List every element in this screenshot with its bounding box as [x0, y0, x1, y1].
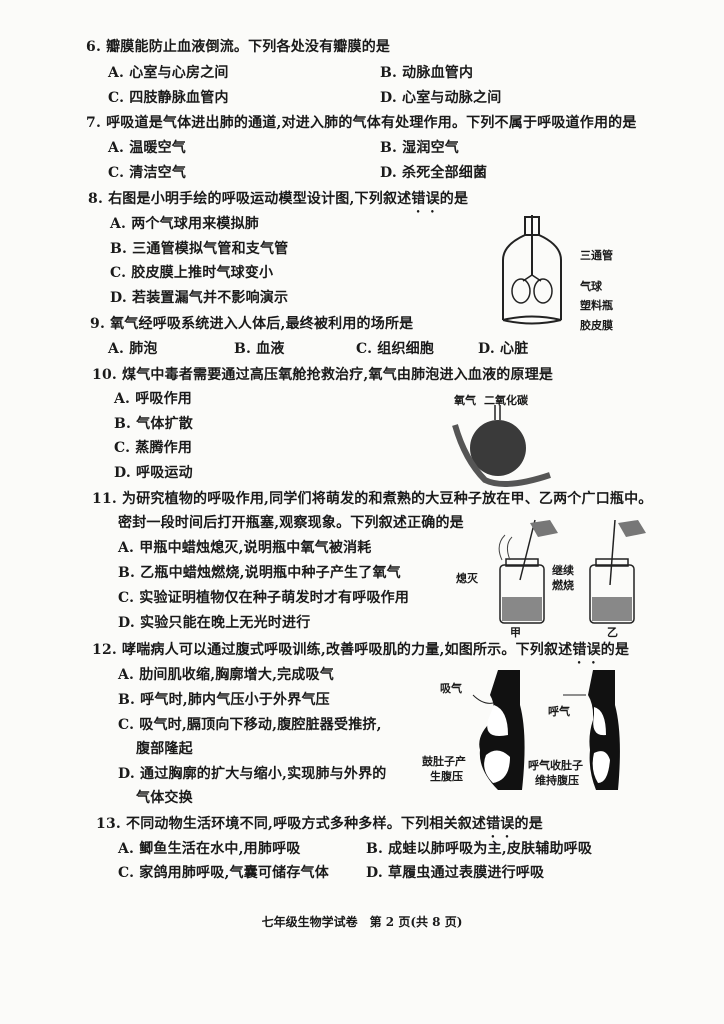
- option: D. 若装置漏气并不影响演示: [110, 290, 289, 306]
- option: B. 呼气时,肺内气压小于外界气压: [118, 692, 330, 708]
- figure-label: 生腹压: [430, 770, 463, 783]
- option: A. 鲫鱼生活在水中,用肺呼吸: [118, 841, 301, 857]
- option: C. 实验证明植物仅在种子萌发时才有呼吸作用: [118, 590, 410, 606]
- question-9-stem: 9. 氧气经呼吸系统进入人体后,最终被利用的场所是: [90, 316, 414, 332]
- stem-text: 8. 右图是小明手绘的呼吸运动模型设计图,下列叙述: [88, 191, 412, 207]
- figure-label: 氧气: [454, 394, 476, 407]
- option: A. 两个气球用来模拟肺: [110, 216, 260, 232]
- alveolus-figure: [452, 405, 551, 487]
- option: C. 吸气时,膈顶向下移动,腹腔脏器受推挤,: [118, 717, 382, 733]
- figure-label: 维持腹压: [535, 774, 579, 787]
- page-footer: 七年级生物学试卷 第 2 页(共 8 页): [261, 915, 463, 929]
- option: B. 三通管模拟气管和支气管: [110, 241, 289, 257]
- option: D. 心室与动脉之间: [380, 90, 502, 106]
- option: D. 杀死全部细菌: [380, 165, 488, 181]
- question-11-stem: 11. 为研究植物的呼吸作用,同学们将萌发的和煮熟的大豆种子放在甲、乙两个广口瓶…: [92, 491, 653, 507]
- stem-text: 12. 哮喘病人可以通过腹式呼吸训练,改善呼吸肌的力量,如图所示。下列叙述: [92, 642, 573, 658]
- figure-label: 胶皮膜: [580, 319, 613, 332]
- option: A. 心室与心房之间: [108, 65, 229, 81]
- stem-text: 13. 不同动物生活环境不同,呼吸方式多种多样。下列相关叙述: [96, 816, 487, 832]
- figure-label: 继续: [552, 564, 574, 577]
- question-6-stem: 6. 瓣膜能防止血液倒流。下列各处没有瓣膜的是: [86, 39, 391, 55]
- option: A. 呼吸作用: [114, 391, 193, 407]
- option-continued: 腹部隆起: [136, 741, 193, 757]
- option: B. 乙瓶中蜡烛燃烧,说明瓶中种子产生了氧气: [118, 565, 401, 581]
- figure-label: 二氧化碳: [484, 394, 528, 407]
- figure-label: 气球: [580, 280, 602, 293]
- option: A. 肋间肌收缩,胸廓增大,完成吸气: [118, 667, 334, 683]
- option: C. 组织细胞: [356, 341, 435, 357]
- breathing-model-figure: [502, 215, 562, 325]
- option: B. 动脉血管内: [380, 65, 474, 81]
- question-10-stem: 10. 煤气中毒者需要通过高压氧舱抢救治疗,氧气由肺泡进入血液的原理是: [92, 367, 554, 383]
- option: A. 甲瓶中蜡烛熄灭,说明瓶中氧气被消耗: [118, 540, 372, 556]
- figure-label: 呼气收肚子: [528, 759, 583, 772]
- option: C. 家鸽用肺呼吸,气囊可储存气体: [118, 865, 329, 881]
- option: C. 胶皮膜上推时气球变小: [110, 265, 274, 281]
- option: C. 清洁空气: [108, 165, 187, 181]
- question-8-stem: 8. 右图是小明手绘的呼吸运动模型设计图,下列叙述错误的是: [88, 190, 468, 216]
- figure-label: 燃烧: [552, 579, 574, 592]
- question-7-stem: 7. 呼吸道是气体进出肺的通道,对进入肺的气体有处理作用。下列不属于呼吸道作用的…: [86, 115, 637, 131]
- question-11-stem-line2: 密封一段时间后打开瓶塞,观察现象。下列叙述正确的是: [118, 515, 464, 531]
- option: B. 湿润空气: [380, 140, 459, 156]
- figure-label: 甲: [510, 626, 521, 639]
- option: D. 心脏: [478, 341, 529, 357]
- stem-emphasis: 错误: [411, 191, 440, 207]
- option: B. 成蛙以肺呼吸为主,皮肤辅助呼吸: [366, 841, 593, 857]
- abdominal-breathing-figure: [472, 670, 620, 790]
- figure-label: 熄灭: [456, 572, 478, 585]
- option: D. 草履虫通过表膜进行呼吸: [366, 865, 545, 881]
- figure-label: 塑料瓶: [580, 299, 613, 312]
- figure-label: 鼓肚子产: [422, 755, 466, 768]
- figure-label: 乙: [607, 626, 618, 639]
- option: D. 实验只能在晚上无光时进行: [118, 615, 311, 631]
- option: B. 气体扩散: [114, 416, 193, 432]
- figure-label: 三通管: [580, 249, 613, 262]
- stem-text: 的是: [514, 816, 543, 832]
- option: A. 肺泡: [108, 341, 158, 357]
- seed-jars-figure: [498, 519, 646, 624]
- option-continued: 气体交换: [136, 790, 193, 806]
- figure-label: 吸气: [440, 682, 462, 695]
- option: C. 四肢静脉血管内: [108, 90, 229, 106]
- stem-text: 的是: [600, 642, 630, 658]
- stem-text: 的是: [439, 191, 469, 207]
- option: C. 蒸腾作用: [114, 440, 193, 456]
- option: B. 血液: [234, 341, 285, 357]
- figure-label: 呼气: [548, 705, 570, 718]
- stem-emphasis: 错误: [486, 816, 515, 832]
- option: A. 温暖空气: [108, 140, 187, 156]
- option: D. 呼吸运动: [114, 465, 193, 481]
- question-12-stem: 12. 哮喘病人可以通过腹式呼吸训练,改善呼吸肌的力量,如图所示。下列叙述错误的…: [92, 641, 629, 667]
- question-13-stem: 13. 不同动物生活环境不同,呼吸方式多种多样。下列相关叙述错误的是: [96, 815, 543, 841]
- stem-emphasis: 错误: [572, 642, 601, 658]
- option: D. 通过胸廓的扩大与缩小,实现肺与外界的: [118, 766, 387, 782]
